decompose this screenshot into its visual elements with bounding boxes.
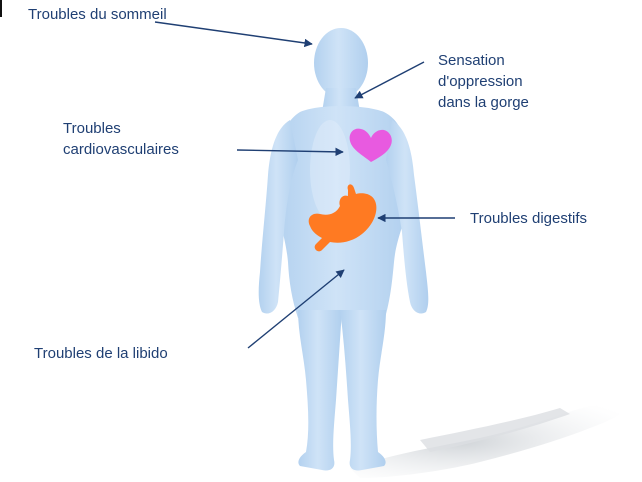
arrow-sleep xyxy=(155,22,312,44)
human-silhouette xyxy=(259,28,429,471)
label-throat-oppression: Sensation d'oppression dans la gorge xyxy=(438,50,529,113)
label-digestive-disorders: Troubles digestifs xyxy=(470,208,587,229)
ground-shadow xyxy=(350,404,625,478)
label-cardiovascular-disorders: Troubles cardiovasculaires xyxy=(63,118,179,160)
label-sleep-disorders: Troubles du sommeil xyxy=(28,4,167,25)
label-libido-disorders: Troubles de la libido xyxy=(34,343,168,364)
